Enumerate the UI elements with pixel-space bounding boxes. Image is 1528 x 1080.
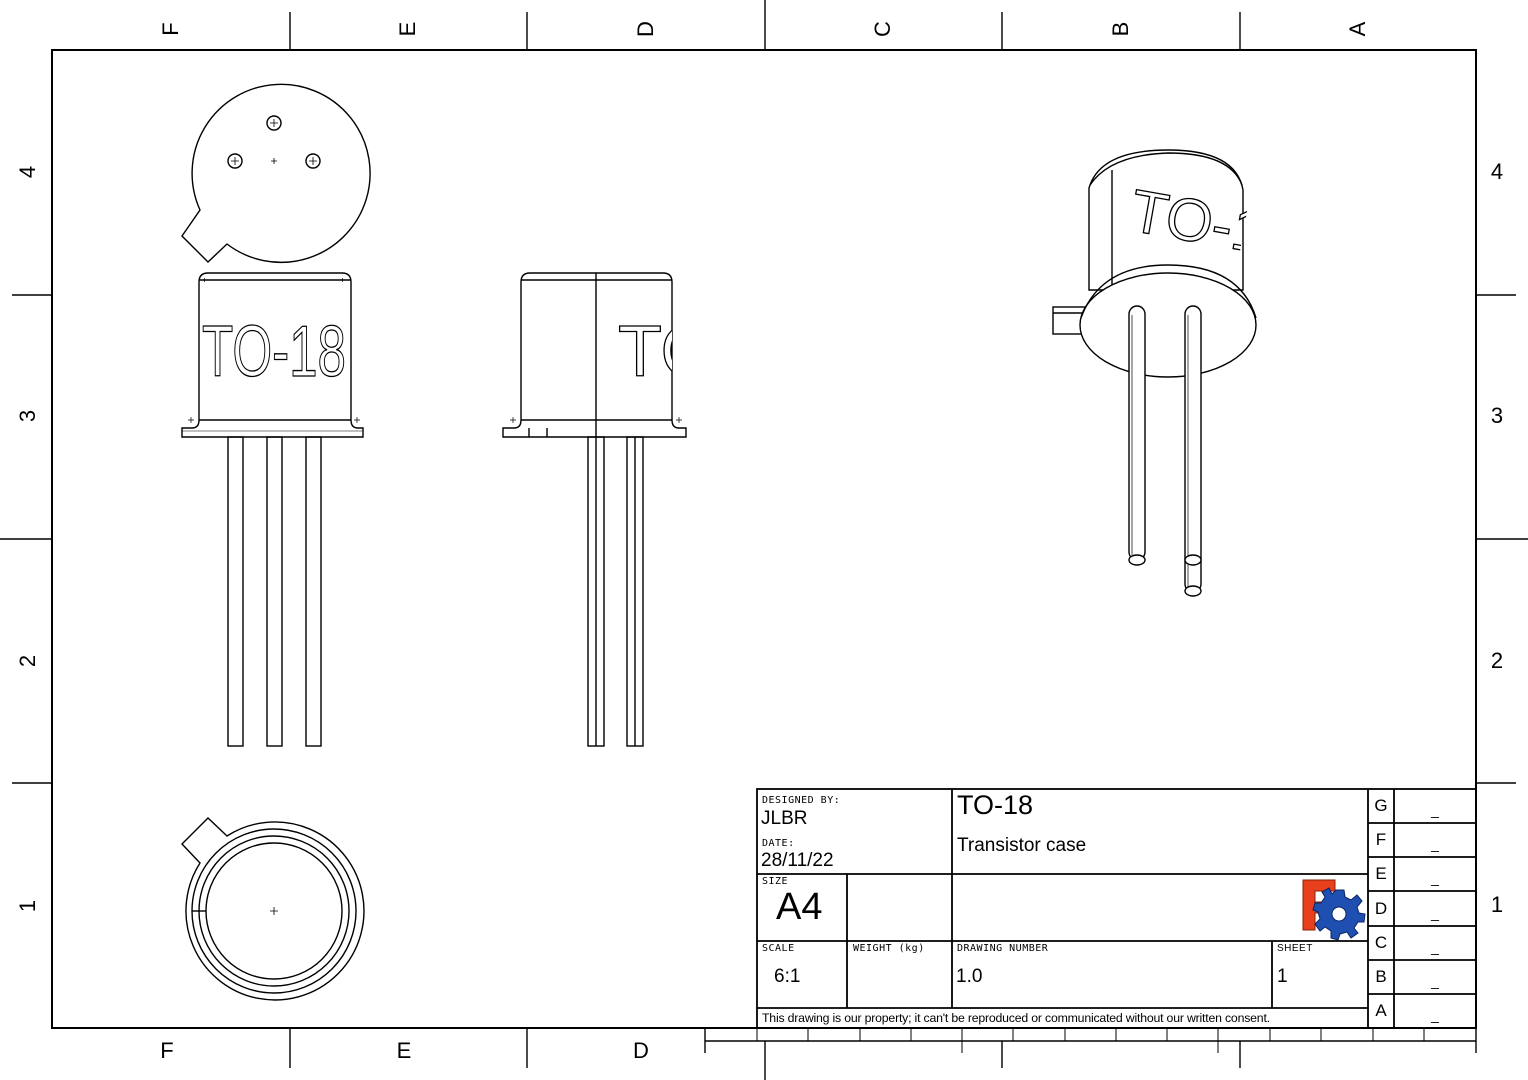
drawing-title: TO-18 — [957, 790, 1034, 820]
zone-col-bottom-F: F — [160, 1038, 174, 1063]
revision-letter: C — [1374, 933, 1388, 952]
size-value: A4 — [776, 886, 823, 928]
date-label: DATE: — [762, 838, 795, 849]
revision-value: _ — [1431, 939, 1439, 955]
zone-col-bottom-E: E — [396, 1038, 412, 1063]
zone-col-bottom-D: D — [633, 1038, 649, 1063]
date-value: 28/11/22 — [761, 850, 834, 871]
zone-row-right-1: 1 — [1490, 892, 1504, 917]
revision-value: _ — [1431, 836, 1439, 852]
sheet-value: 1 — [1277, 966, 1288, 987]
drawing-number-label: DRAWING NUMBER — [957, 943, 1049, 954]
drawing-subtitle: Transistor case — [957, 835, 1087, 856]
drawing-number-value: 1.0 — [956, 966, 983, 987]
scale-label: SCALE — [762, 943, 795, 954]
revision-value: _ — [1431, 1007, 1439, 1023]
title-block-frame — [756, 788, 1477, 1029]
disclaimer-text: This drawing is our property; it can't b… — [762, 1011, 1270, 1025]
top-view — [181, 83, 371, 263]
revision-letter: A — [1375, 1001, 1387, 1020]
revision-letter: E — [1375, 864, 1387, 883]
revision-value: _ — [1431, 905, 1439, 921]
zone-row-left-3: 3 — [15, 409, 40, 423]
zone-row-right-2: 2 — [1490, 648, 1504, 673]
zone-row-left-1: 1 — [15, 899, 40, 913]
revision-letter: F — [1375, 830, 1387, 849]
weight-label: WEIGHT (kg) — [853, 943, 925, 954]
zone-row-left-4: 4 — [15, 165, 40, 179]
zone-col-top-D: D — [633, 21, 658, 37]
revision-value: _ — [1431, 973, 1439, 989]
sheet-label: SHEET — [1277, 943, 1313, 954]
front-view-label: TO-18 — [202, 312, 346, 392]
side-view — [502, 272, 687, 747]
freecad-logo-icon — [1302, 879, 1366, 941]
scale-value: 6:1 — [774, 966, 801, 987]
zone-col-top-F: F — [158, 22, 183, 36]
zone-row-right-4: 4 — [1490, 159, 1504, 184]
zone-row-left-2: 2 — [15, 654, 40, 668]
size-label: SIZE — [762, 876, 789, 887]
zone-col-top-C: C — [870, 21, 895, 37]
zone-col-top-E: E — [395, 21, 420, 37]
zone-row-right-3: 3 — [1490, 403, 1504, 428]
revision-value: _ — [1431, 802, 1439, 818]
isometric-view — [1052, 149, 1257, 597]
zone-col-top-A: A — [1345, 21, 1370, 37]
revision-letter: D — [1374, 899, 1388, 918]
front-view — [181, 272, 364, 747]
designed-by-value: JLBR — [761, 808, 808, 829]
bottom-view — [181, 817, 365, 1001]
revision-letter: B — [1375, 967, 1387, 986]
revision-value: _ — [1431, 870, 1439, 886]
designed-by-label: DESIGNED BY: — [762, 795, 841, 806]
side-view-label: TO — [618, 312, 717, 392]
zone-col-top-B: B — [1108, 21, 1133, 37]
revision-letter: G — [1374, 796, 1388, 815]
